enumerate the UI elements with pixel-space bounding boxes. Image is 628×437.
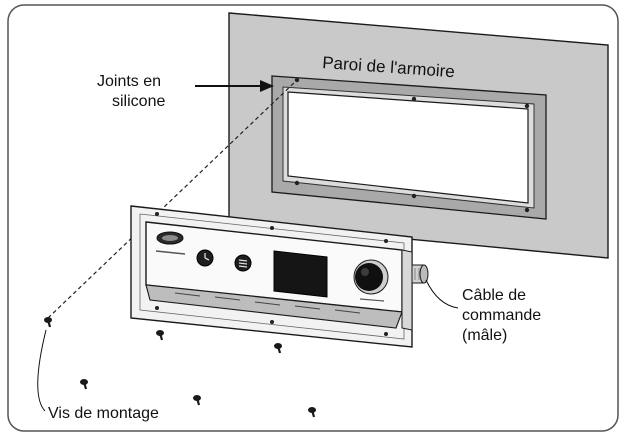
gasket-label-line2: silicone	[112, 93, 165, 110]
gasket-arrow-icon	[195, 80, 274, 92]
control-knob-icon	[353, 259, 389, 302]
screw-icon	[274, 343, 282, 354]
menu-button-icon	[234, 254, 252, 272]
cable-leader-line	[425, 279, 459, 309]
cable-label-line2: commande	[462, 307, 541, 324]
screw-icon	[80, 379, 88, 390]
model-text-mark	[155, 250, 186, 255]
wall-opening	[287, 91, 529, 204]
screw-icon	[156, 330, 164, 341]
gasket-label-line1: Joints en	[97, 73, 161, 90]
silicone-gasket	[271, 75, 547, 220]
display-screen	[273, 250, 328, 298]
figure-border	[7, 4, 619, 432]
alignment-dashed-line	[47, 79, 298, 319]
screws-label: Vis de montage	[48, 405, 159, 422]
screws-leader-line	[37, 329, 47, 412]
panel-body	[145, 284, 403, 329]
cable-label-line1: Câble de	[462, 287, 526, 304]
screw-icon	[308, 407, 316, 418]
control-panel	[130, 205, 429, 348]
screw-icon	[44, 317, 52, 328]
clock-button-icon	[196, 249, 214, 267]
screw-icon	[193, 395, 201, 406]
cable-label-line3: (mâle)	[462, 327, 507, 344]
cable-connector-icon	[411, 264, 429, 284]
